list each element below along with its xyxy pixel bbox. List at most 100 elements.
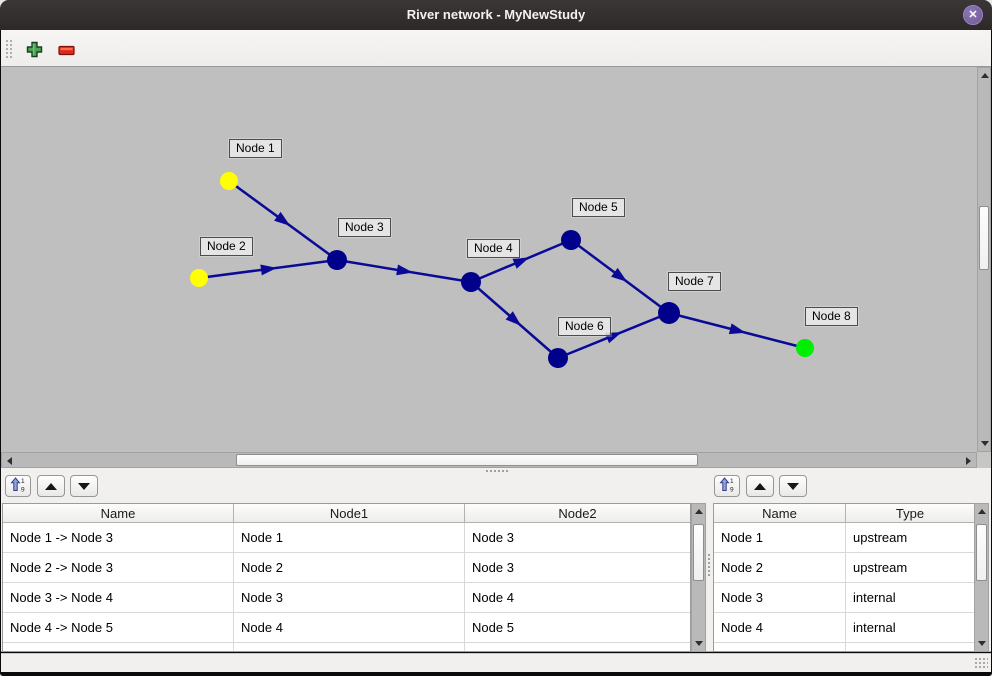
horizontal-scroll-thumb[interactable] <box>236 454 698 466</box>
edges-table-column-header-node1[interactable]: Node1 <box>234 504 465 522</box>
right-sort-button[interactable]: 1 9 <box>714 475 740 497</box>
nodes-table-scrollbar[interactable] <box>974 503 989 652</box>
node-label-node2[interactable]: Node 2 <box>200 237 253 256</box>
nodes-table-cell[interactable]: Node 2 <box>714 553 846 583</box>
splitter-grip-icon[interactable] <box>485 469 509 473</box>
edges-table-cell[interactable]: Node 4 <box>234 613 465 643</box>
nodes-table-cell[interactable]: internal <box>846 583 974 613</box>
node-node8[interactable] <box>796 339 814 357</box>
node-node1[interactable] <box>220 172 238 190</box>
scroll-right-icon[interactable] <box>962 454 975 467</box>
status-bar <box>1 653 991 672</box>
river-network-graph <box>190 172 814 368</box>
left-move-down-button[interactable] <box>70 475 98 497</box>
nodes-table-cell[interactable]: Node 1 <box>714 523 846 553</box>
edges-table-column-header-node2[interactable]: Node2 <box>558 505 597 521</box>
scrollbar-corner <box>977 452 991 468</box>
vertical-scroll-thumb[interactable] <box>979 206 989 270</box>
edges-table-cell[interactable]: Node 3 <box>465 553 690 583</box>
edges-table-cell[interactable]: Node 3 <box>234 583 465 613</box>
edges-table-scrollbar[interactable] <box>691 503 706 652</box>
resize-grip-icon[interactable] <box>974 657 988 670</box>
triangle-up-icon <box>45 482 57 490</box>
svg-text:1: 1 <box>21 478 25 485</box>
node-label-node3[interactable]: Node 3 <box>338 218 391 237</box>
right-move-down-button[interactable] <box>779 475 807 497</box>
node-node5[interactable] <box>561 230 581 250</box>
svg-text:9: 9 <box>21 487 25 494</box>
close-icon: ✕ <box>968 9 978 21</box>
scroll-down-icon[interactable] <box>975 637 988 650</box>
edges-table-cell[interactable]: Node 4 <box>465 583 690 613</box>
node-label-node5[interactable]: Node 5 <box>572 198 625 217</box>
window-title: River network - MyNewStudy <box>406 7 586 22</box>
nodes-table-cell[interactable]: upstream <box>846 553 974 583</box>
nodes-table-header-row: Name Type <box>714 504 974 523</box>
edges-table-cell[interactable]: Node 4 -> Node 5 <box>3 613 234 643</box>
edges-table-cell[interactable]: Node 2 <box>234 553 465 583</box>
left-sort-button[interactable]: 1 9 <box>5 475 31 497</box>
canvas-horizontal-scrollbar[interactable] <box>1 452 977 468</box>
scroll-down-icon[interactable] <box>692 637 705 650</box>
right-move-up-button[interactable] <box>746 475 774 497</box>
node-label-node1[interactable]: Node 1 <box>229 139 282 158</box>
titlebar[interactable]: River network - MyNewStudy ✕ <box>0 0 992 30</box>
edges-table-column-header-name[interactable]: Name <box>3 504 234 522</box>
add-node-button[interactable] <box>19 36 49 66</box>
nodes-table-column-header-type[interactable]: Type <box>895 505 925 521</box>
node-label-node6[interactable]: Node 6 <box>558 317 611 336</box>
toolbar-drag-handle[interactable] <box>5 39 13 59</box>
horizontal-splitter[interactable] <box>1 468 991 474</box>
edges-table-cell[interactable]: Node 2 -> Node 3 <box>3 553 234 583</box>
vertical-splitter-grip[interactable] <box>707 553 712 577</box>
main-toolbar <box>1 30 991 67</box>
close-button[interactable]: ✕ <box>963 5 983 25</box>
node-node4[interactable] <box>461 272 481 292</box>
scroll-left-icon[interactable] <box>3 454 16 467</box>
nodes-table-cell[interactable]: Node 4 <box>714 613 846 643</box>
canvas-vertical-scrollbar[interactable] <box>977 67 991 452</box>
edges-table-cell[interactable]: Node 3 -> Node 4 <box>3 583 234 613</box>
scroll-up-icon[interactable] <box>978 69 991 82</box>
edge-arrow-icon <box>396 264 413 276</box>
nodes-table-cell[interactable]: Node 3 <box>714 583 846 613</box>
node-node3[interactable] <box>327 250 347 270</box>
vertical-scroll-thumb[interactable] <box>693 524 704 581</box>
nodes-table-cell[interactable]: internal <box>846 613 974 643</box>
remove-node-button[interactable] <box>51 36 81 66</box>
nodes-table-column-header-name[interactable]: Name <box>714 504 846 522</box>
edges-table-cell[interactable]: Node 1 <box>234 523 465 553</box>
scroll-up-icon[interactable] <box>692 505 705 518</box>
left-move-up-button[interactable] <box>37 475 65 497</box>
node-label-node7[interactable]: Node 7 <box>668 272 721 291</box>
edge-arrow-icon <box>505 311 522 326</box>
edge-arrow-icon <box>274 211 291 226</box>
sort-ascending-icon: 1 9 <box>9 476 27 496</box>
node-label-node4[interactable]: Node 4 <box>467 239 520 258</box>
edges-table-cell[interactable]: Node 1 -> Node 3 <box>3 523 234 553</box>
minus-icon <box>57 44 75 59</box>
nodes-table-cell[interactable]: upstream <box>846 523 974 553</box>
node-label-node8[interactable]: Node 8 <box>805 307 858 326</box>
node-node6[interactable] <box>548 348 568 368</box>
plus-icon <box>26 41 43 61</box>
vertical-scroll-thumb[interactable] <box>976 524 987 581</box>
network-canvas[interactable]: Node 1 Node 2 Node 3 Node 4 Node 5 Node 6 Node… <box>1 67 977 452</box>
scroll-up-icon[interactable] <box>975 505 988 518</box>
edges-table-cell[interactable]: Node 3 <box>465 523 690 553</box>
nodes-table-cell <box>714 643 846 651</box>
scroll-down-icon[interactable] <box>978 437 991 450</box>
node-node7[interactable] <box>658 302 680 324</box>
node-node2[interactable] <box>190 269 208 287</box>
edges-table-cell[interactable]: Node 5 <box>465 613 690 643</box>
